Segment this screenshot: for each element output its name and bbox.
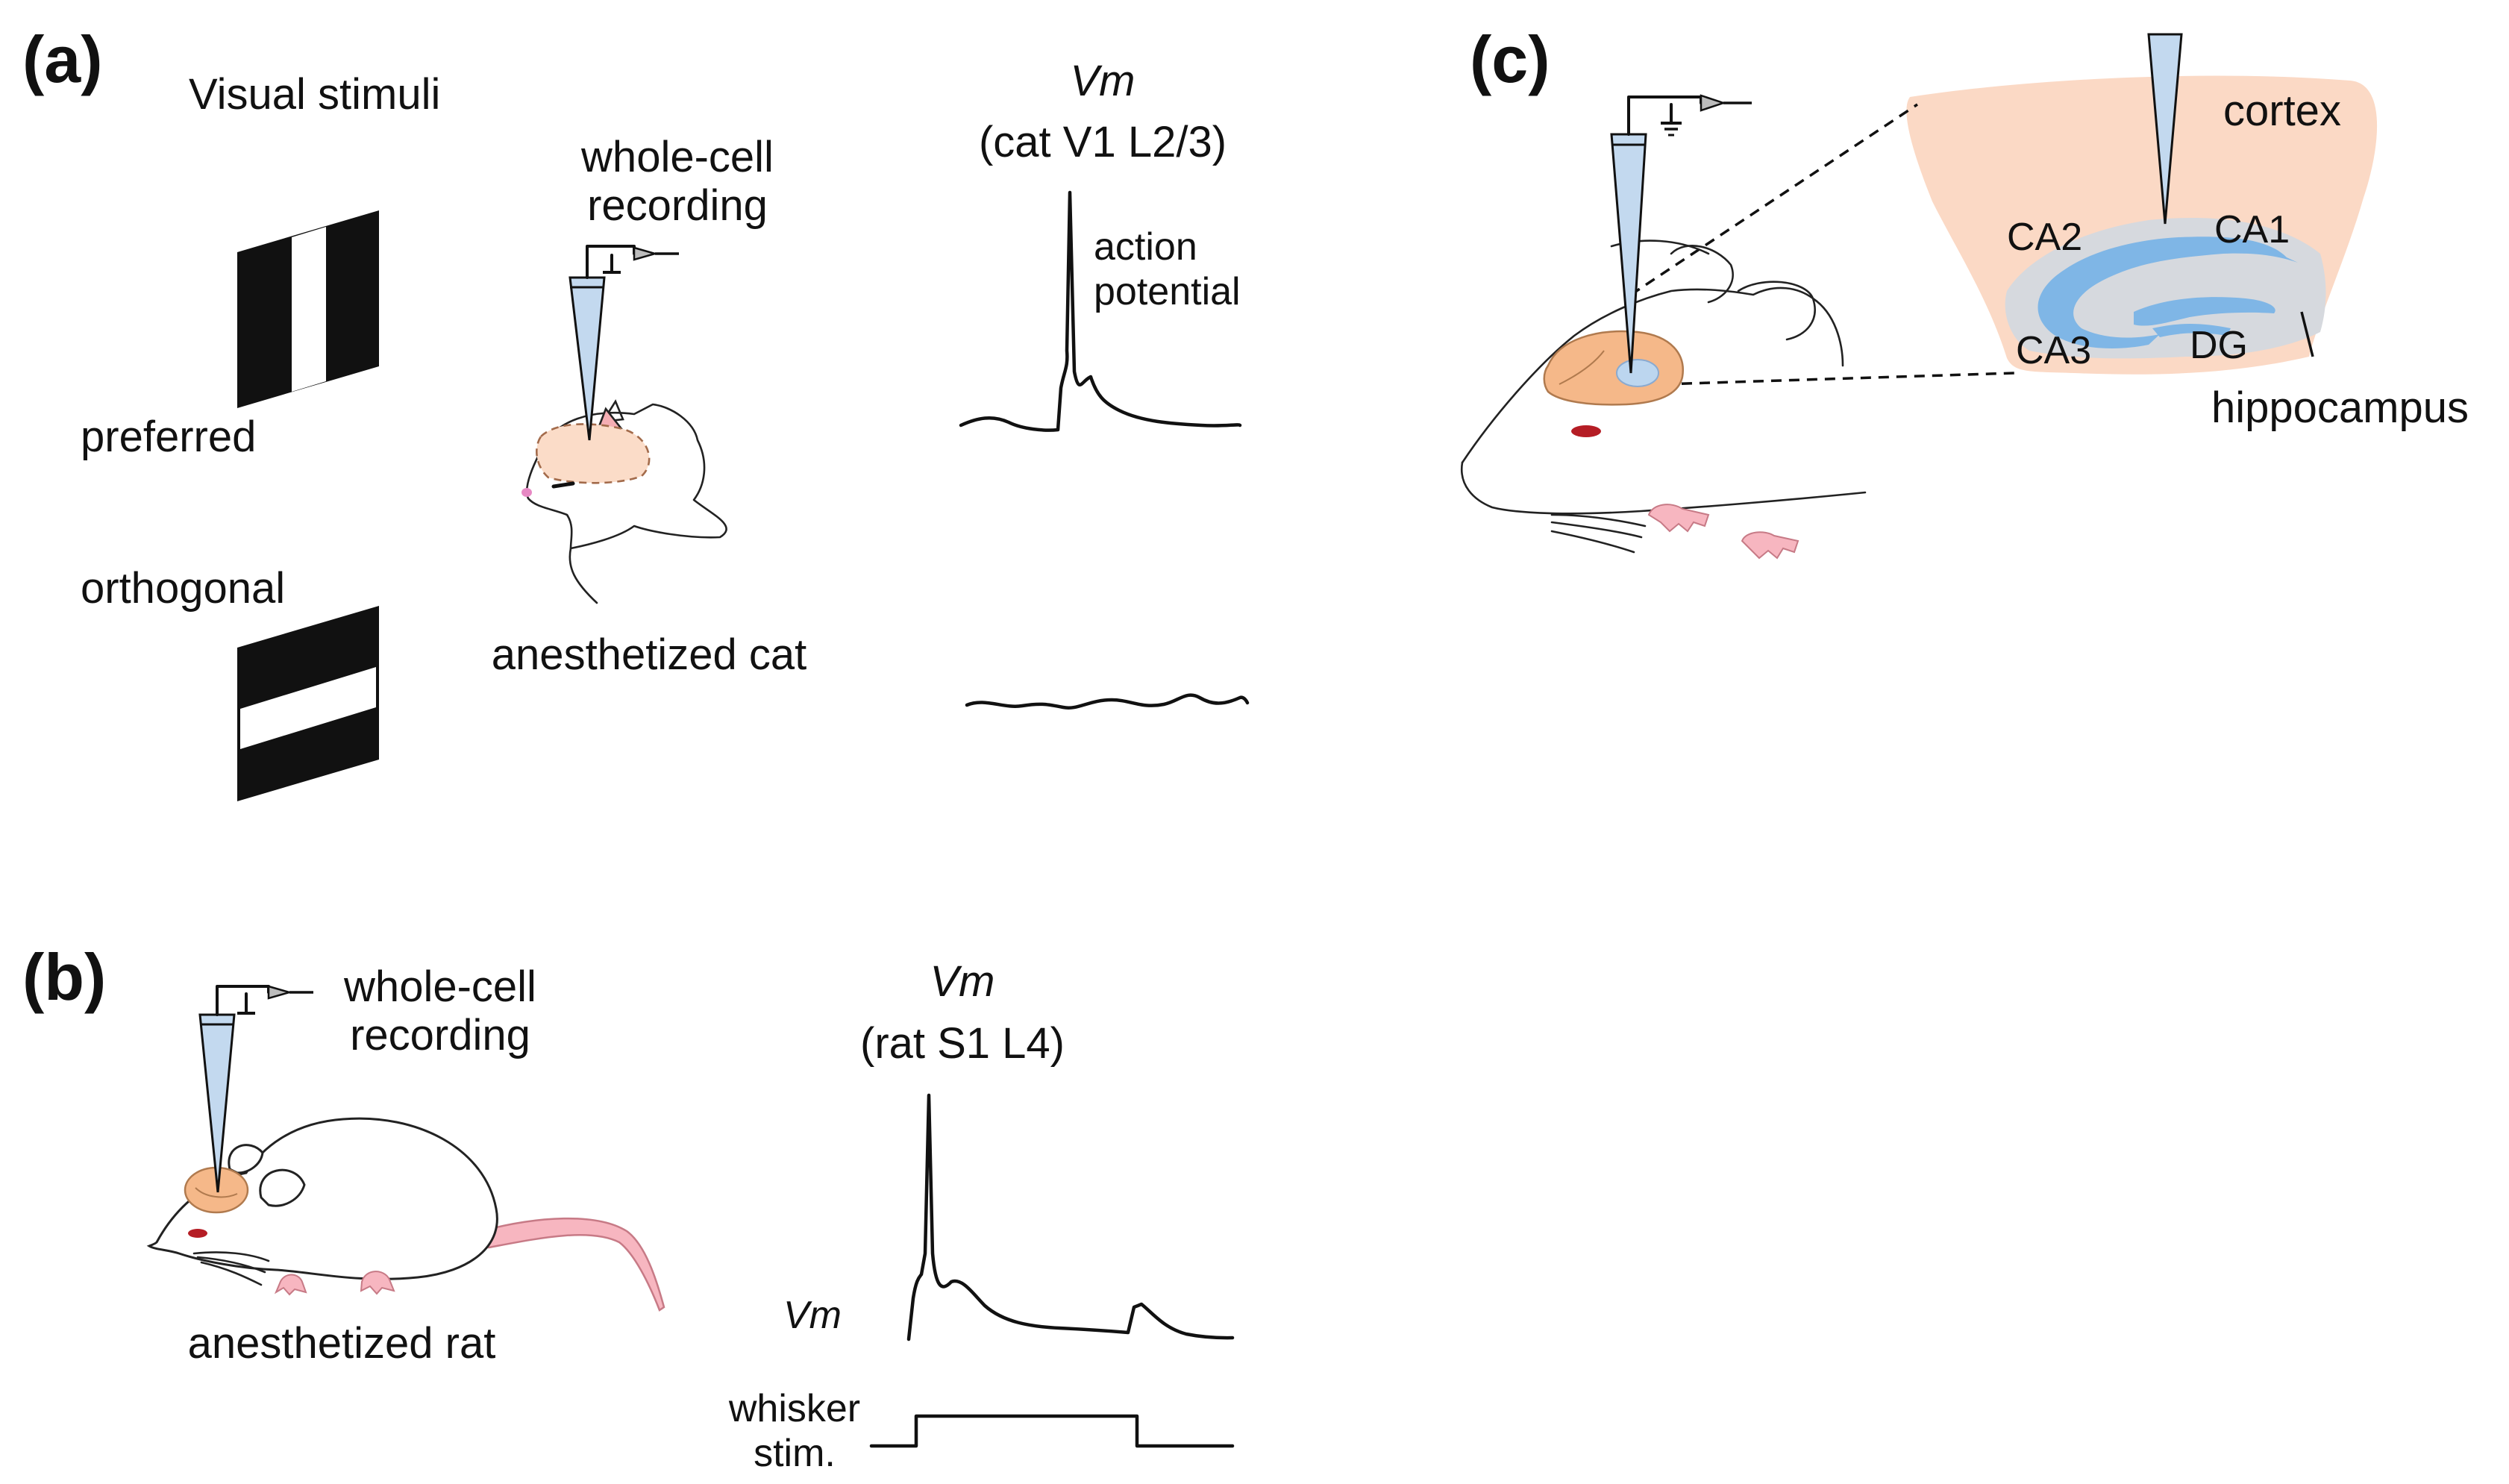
- ca1-label: CA1: [2214, 208, 2290, 251]
- panel-b-letter: (b): [22, 940, 106, 1014]
- orthogonal-stimulus: [237, 606, 379, 801]
- ca3-label: CA3: [2016, 329, 2091, 372]
- rat-tail-icon: [480, 1217, 665, 1312]
- preferred-stimulus: [237, 210, 379, 408]
- hippocampus-ca-line: [2037, 237, 2298, 348]
- dg-label: DG: [2190, 324, 2248, 367]
- rat-trace-title-line1: Vm: [930, 957, 995, 1006]
- cat-illustration: [521, 399, 727, 604]
- orthogonal-label: orthogonal: [81, 564, 285, 613]
- panel-c-letter: (c): [1470, 22, 1550, 96]
- cat-animal-label: anesthetized cat: [492, 630, 806, 679]
- cat-orthogonal-trace: [965, 693, 1250, 710]
- rat-trace-title-line2: (rat S1 L4): [860, 1019, 1065, 1068]
- panel-a-letter: (a): [22, 22, 103, 96]
- panel-a: (a) Visual stimuli preferred orthogonal …: [22, 22, 1250, 801]
- cortex-label: cortex: [2223, 87, 2341, 135]
- zoom-line-top: [1630, 103, 1918, 296]
- visual-stimuli-title: Visual stimuli: [189, 70, 440, 119]
- rat-pipette-icon: [198, 985, 313, 1193]
- mouse-paw-icon: [1647, 504, 1710, 533]
- mouse-pipette-icon: [1610, 94, 1752, 374]
- whisker-stim-trace: [869, 1414, 1235, 1448]
- rat-eye-icon: [188, 1229, 207, 1238]
- rat-animal-label: anesthetized rat: [188, 1319, 496, 1368]
- rat-recording-label-line2: recording: [350, 1011, 530, 1059]
- whisker-stim-label-line1: whisker: [728, 1387, 860, 1430]
- rat-illustration: [146, 1117, 665, 1312]
- ca2-label: CA2: [2007, 216, 2082, 259]
- cat-preferred-trace: [959, 190, 1242, 432]
- action-potential-label-line1: action: [1094, 225, 1197, 269]
- rat-vm-axis-label: Vm: [783, 1294, 842, 1337]
- panel-c: (c) cortex CA2 CA1 CA3 DG hippocampus: [1460, 22, 2469, 560]
- inset-pipette-icon: [2147, 33, 2183, 225]
- cat-trace-title-line1: Vm: [1071, 57, 1136, 105]
- cat-recording-label-line1: whole-cell: [580, 133, 774, 181]
- action-potential-label-line2: potential: [1094, 270, 1241, 313]
- mouse-brain-icon: [1543, 330, 1684, 406]
- rat-recording-label-line1: whole-cell: [343, 962, 536, 1011]
- cat-nose-icon: [521, 488, 532, 497]
- rat-vm-trace: [906, 1093, 1235, 1341]
- zoom-line-bottom: [1663, 372, 2015, 386]
- mouse-eye-icon: [1571, 425, 1601, 437]
- mouse-illustration: [1460, 239, 1867, 560]
- cat-trace-title-line2: (cat V1 L2/3): [979, 118, 1227, 166]
- cat-recording-label-line2: recording: [587, 181, 768, 230]
- panel-b: (b) whole-cell recording: [22, 940, 1235, 1475]
- hippocampus-pointer-line: [2300, 311, 2314, 357]
- whisker-stim-label-line2: stim.: [754, 1432, 836, 1475]
- hippocampus-label: hippocampus: [2211, 383, 2469, 432]
- cat-brain-region: [536, 423, 651, 484]
- preferred-label: preferred: [81, 413, 256, 461]
- dentate-gyrus-line: [2134, 297, 2275, 326]
- cat-pipette-icon: [568, 245, 679, 441]
